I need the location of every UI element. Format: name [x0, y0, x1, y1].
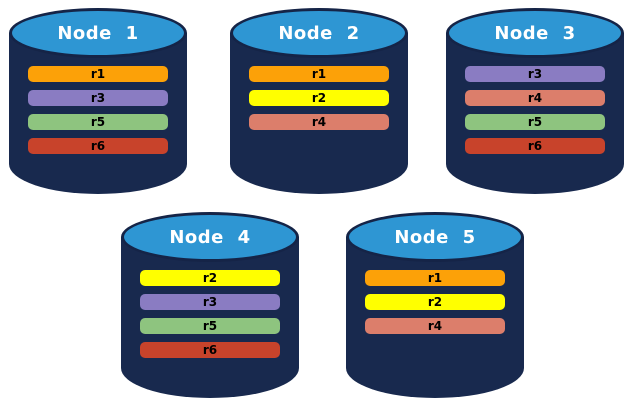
node-cylinder: Node 3 r3 r4 r5 r6 — [446, 8, 624, 194]
replica-bar-r5: r5 — [28, 114, 168, 130]
replica-bar-r3: r3 — [28, 90, 168, 106]
cylinder-body — [121, 237, 299, 398]
replica-bar-r6: r6 — [28, 138, 168, 154]
cylinder-top: Node 4 — [121, 212, 299, 262]
node-cylinder: Node 5 r1 r2 r4 — [346, 212, 524, 398]
cylinder-top: Node 5 — [346, 212, 524, 262]
node-title: Node 4 — [169, 226, 251, 248]
replica-bar-r1: r1 — [249, 66, 389, 82]
node-cylinder: Node 2 r1 r2 r4 — [230, 8, 408, 194]
replica-bar-r4: r4 — [465, 90, 605, 106]
replica-bar-r2: r2 — [140, 270, 280, 286]
replica-list: r3 r4 r5 r6 — [465, 66, 605, 154]
replica-list: r1 r3 r5 r6 — [28, 66, 168, 154]
node-cylinder: Node 1 r1 r3 r5 r6 — [9, 8, 187, 194]
cylinder-top: Node 1 — [9, 8, 187, 58]
cylinder-body — [9, 33, 187, 194]
node-title: Node 3 — [494, 22, 576, 44]
node-title: Node 5 — [394, 226, 476, 248]
replica-bar-r5: r5 — [465, 114, 605, 130]
cylinder-top: Node 3 — [446, 8, 624, 58]
cylinder-body — [230, 33, 408, 194]
replica-bar-r4: r4 — [249, 114, 389, 130]
replica-bar-r5: r5 — [140, 318, 280, 334]
replica-bar-r2: r2 — [365, 294, 505, 310]
replica-bar-r1: r1 — [28, 66, 168, 82]
replica-bar-r4: r4 — [365, 318, 505, 334]
replica-bar-r6: r6 — [465, 138, 605, 154]
replica-bar-r3: r3 — [465, 66, 605, 82]
cylinder-top: Node 2 — [230, 8, 408, 58]
cylinder-body — [346, 237, 524, 398]
replica-bar-r2: r2 — [249, 90, 389, 106]
replica-list: r1 r2 r4 — [365, 270, 505, 334]
replica-bar-r3: r3 — [140, 294, 280, 310]
node-cylinder: Node 4 r2 r3 r5 r6 — [121, 212, 299, 398]
replica-list: r2 r3 r5 r6 — [140, 270, 280, 358]
cylinder-body — [446, 33, 624, 194]
replica-bar-r6: r6 — [140, 342, 280, 358]
replica-list: r1 r2 r4 — [249, 66, 389, 130]
node-title: Node 2 — [278, 22, 360, 44]
replica-bar-r1: r1 — [365, 270, 505, 286]
node-title: Node 1 — [57, 22, 139, 44]
